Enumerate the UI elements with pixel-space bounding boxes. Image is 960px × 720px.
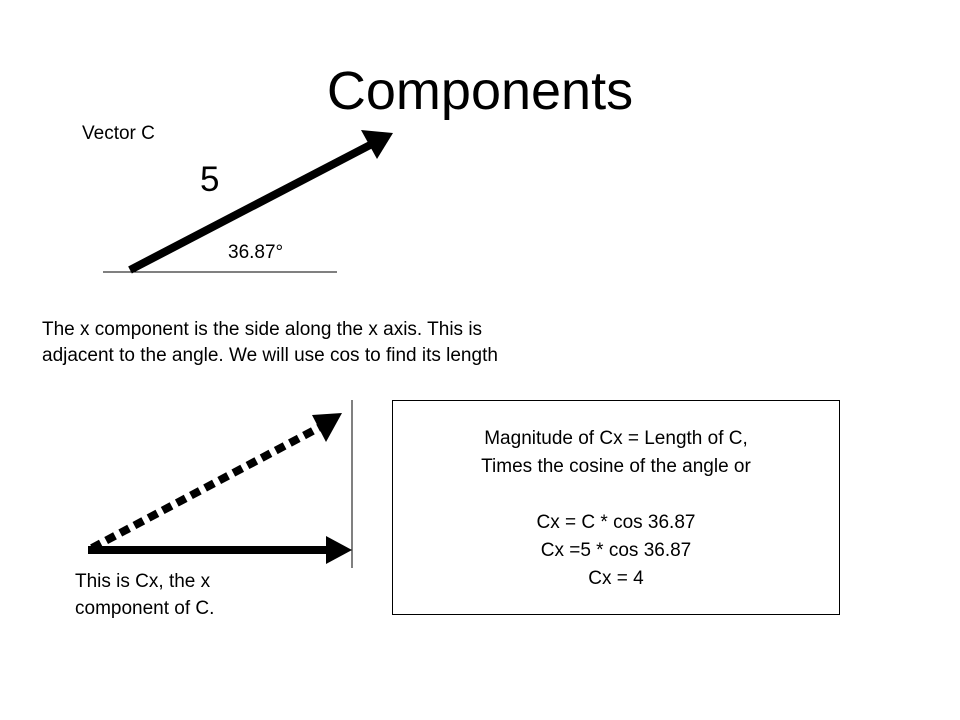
formula-box: Magnitude of Cx = Length of C, Times the…: [392, 400, 840, 615]
formula-line: [393, 481, 839, 509]
vector-label: Vector C: [82, 123, 155, 144]
formula-line: Magnitude of Cx = Length of C,: [484, 428, 748, 449]
formula-line: Times the cosine of the angle or: [481, 456, 751, 477]
formula-line: Cx = 4: [588, 568, 644, 589]
formula-line: Cx = C * cos 36.87: [536, 512, 696, 533]
formula-line: Cx =5 * cos 36.87: [540, 540, 692, 561]
explanation-line: adjacent to the angle. We will use cos t…: [42, 345, 498, 366]
vector-c-arrowhead: [361, 130, 393, 159]
explanation-line: The x component is the side along the x …: [42, 319, 483, 340]
cx-component-arrowhead: [326, 536, 352, 564]
cx-caption-line: component of C.: [75, 598, 215, 619]
angle-label: 36.87°: [228, 242, 284, 263]
cx-caption-line: This is Cx, the x: [75, 571, 211, 592]
vector-c-dotted-arrowhead: [312, 413, 342, 442]
explanation-text: The x component is the side along the x …: [42, 317, 498, 369]
page-title: Components: [326, 61, 634, 121]
cx-caption: This is Cx, the x component of C.: [75, 568, 214, 622]
magnitude-label: 5: [200, 160, 220, 199]
vector-c-dotted: [90, 422, 324, 552]
vector-c-shaft: [128, 140, 374, 274]
